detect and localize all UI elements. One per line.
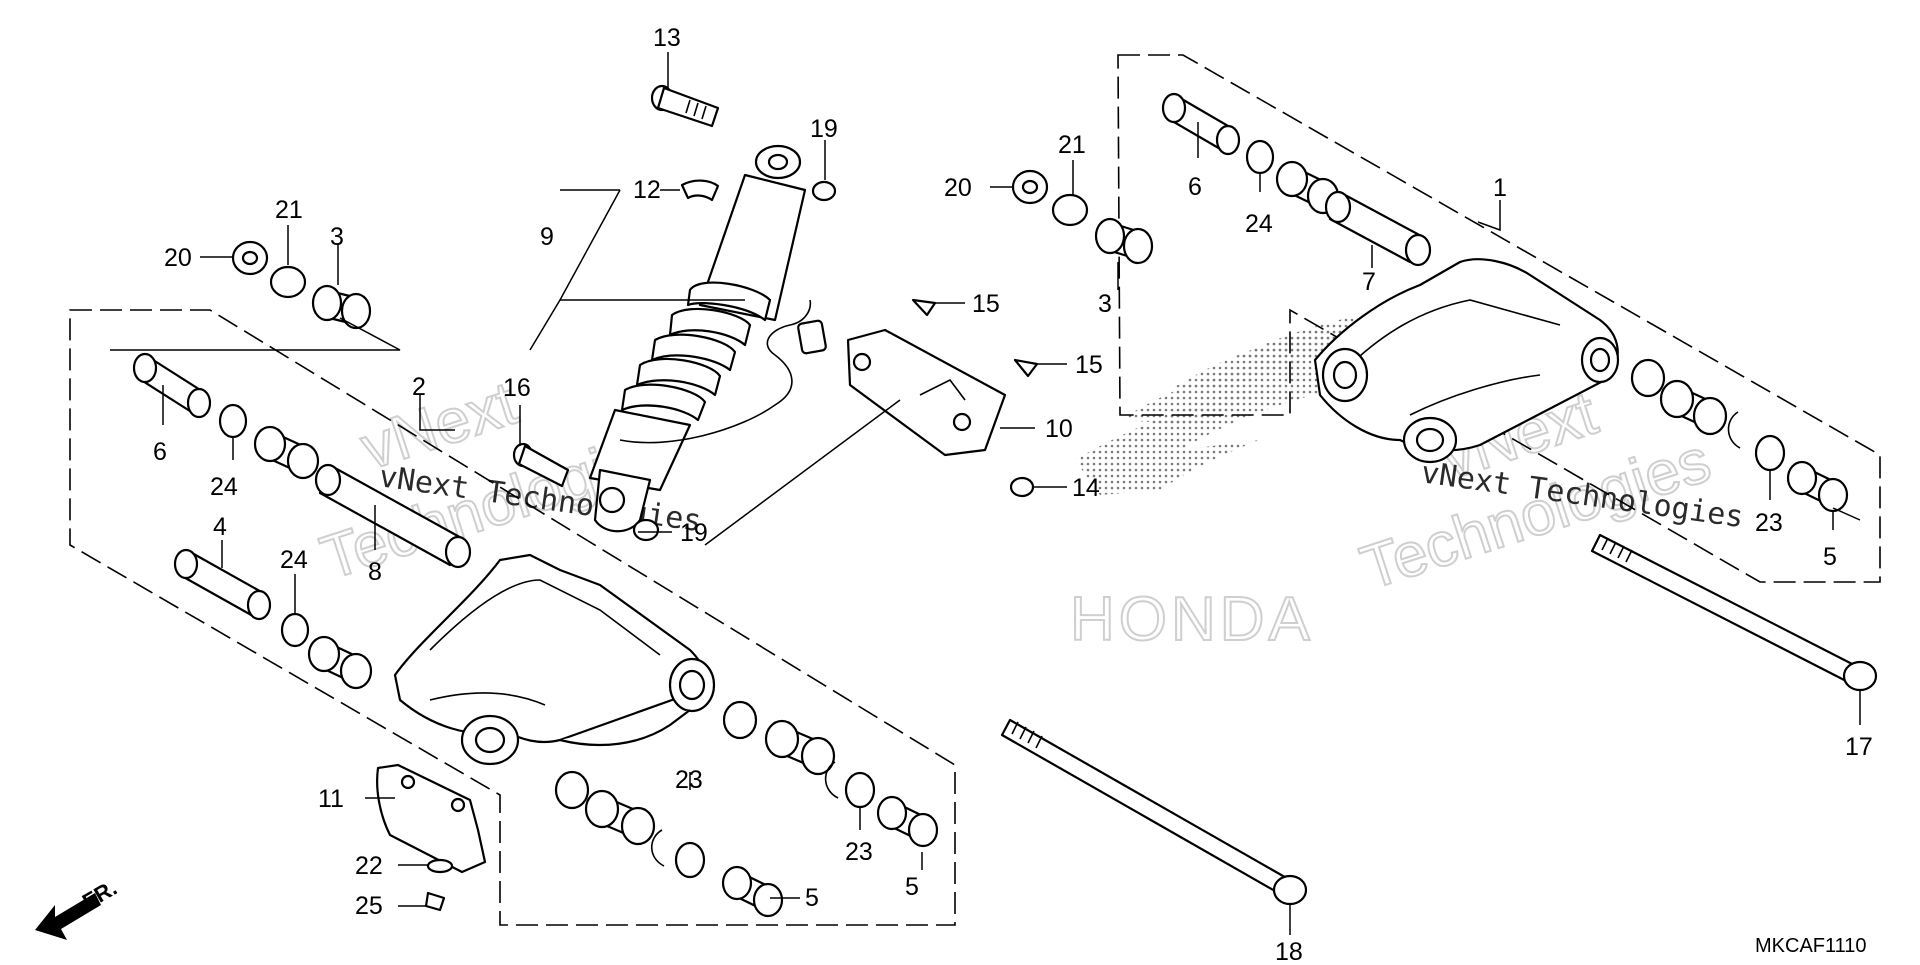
callout-10: 10 (1045, 415, 1073, 443)
leader-lines (110, 52, 1861, 935)
callout-labels: 1 2 3 3 4 5 5 5 6 6 7 8 9 10 11 12 13 14… (153, 24, 1873, 965)
washer-21-left (269, 265, 307, 299)
callout-20-right: 20 (944, 174, 972, 202)
left-swingarm-boundary (69, 309, 956, 926)
callout-15-b: 15 (1075, 351, 1103, 379)
seal-right-a (1630, 358, 1666, 398)
callout-6-right: 6 (1188, 173, 1202, 201)
callout-9: 9 (540, 223, 554, 251)
seal-24-left-a (218, 403, 248, 439)
nut-19-top (811, 180, 837, 202)
callout-1: 1 (1493, 174, 1507, 202)
seal-24-left-b (280, 612, 310, 648)
watermark-large-top-left: vNext (353, 369, 525, 484)
callout-13: 13 (653, 24, 681, 52)
swingarm-2-left (393, 553, 716, 766)
callout-20-left: 20 (164, 244, 192, 272)
bolt-13 (650, 84, 720, 128)
callout-5-lower-b: 5 (805, 884, 819, 912)
callout-19-bottom: 19 (680, 519, 708, 547)
callout-23-lower-a: 23 (675, 766, 703, 794)
pivot-collar-8 (314, 463, 472, 569)
seal-24-right (1245, 139, 1275, 175)
bolt-16 (512, 442, 570, 488)
callout-18: 18 (1275, 938, 1303, 960)
seal-lower-a (722, 700, 758, 740)
swingarm-1-right (1313, 258, 1620, 464)
callout-19-top: 19 (810, 115, 838, 143)
nut-14 (1009, 476, 1035, 498)
nut-20-left (231, 240, 269, 276)
callout-23-right: 23 (1755, 509, 1783, 537)
pivot-collar-7 (1324, 190, 1432, 267)
callout-3-left: 3 (330, 223, 344, 251)
callout-5-lower-a: 5 (905, 873, 919, 901)
callout-3-right: 3 (1098, 290, 1112, 318)
callout-15-a: 15 (972, 290, 1000, 318)
callout-2: 2 (412, 373, 426, 401)
honda-brand-watermark: HONDA (1070, 585, 1314, 654)
chain-guard-11 (376, 763, 487, 874)
callout-12: 12 (633, 176, 661, 204)
screw-15-b (1013, 358, 1039, 378)
callout-16: 16 (503, 374, 531, 402)
collar-4 (173, 548, 272, 621)
seal-23-lower-b (674, 841, 706, 879)
collar-5-lower-a (876, 795, 939, 848)
cover-12 (680, 179, 720, 202)
collar-3-left (311, 284, 372, 330)
callout-22: 22 (355, 852, 383, 880)
pivot-bolt-17 (1590, 533, 1878, 692)
bearing-lower-b (584, 789, 656, 846)
circlip-lower-b (650, 829, 665, 867)
callout-24-right: 24 (1245, 210, 1273, 238)
nut-19-bottom (632, 518, 660, 542)
callout-8: 8 (368, 558, 382, 586)
screw-15-a (911, 298, 937, 317)
circlip-lower-a (824, 761, 839, 799)
callout-17: 17 (1845, 733, 1873, 761)
callout-24-left-b: 24 (280, 546, 308, 574)
callout-7: 7 (1362, 268, 1376, 296)
front-arrow-icon (35, 893, 101, 940)
collar-3-right (1094, 217, 1154, 265)
callout-23-lower-b: 23 (845, 838, 873, 866)
collar-5-right (1786, 460, 1849, 513)
rear-shock-absorber (588, 144, 807, 533)
callout-21-left: 21 (275, 196, 303, 224)
front-direction-indicator: FR. (35, 875, 121, 940)
bushing-6-left (132, 352, 212, 419)
diagram-code: MKCAF1110 (1755, 935, 1867, 957)
collar-22 (426, 858, 454, 874)
callout-24-left-a: 24 (210, 473, 238, 501)
callout-5-right: 5 (1823, 543, 1837, 571)
callout-11: 11 (318, 785, 344, 813)
bearing-left-a (253, 425, 320, 480)
bearing-right-b (1659, 379, 1728, 436)
callout-4: 4 (213, 513, 227, 541)
pivot-bolt-18 (1000, 718, 1308, 906)
seal-23-right (1754, 434, 1786, 472)
nut-20-right (1011, 169, 1049, 205)
seal-lower-b (554, 770, 590, 810)
seal-23-lower-a (844, 771, 876, 809)
callout-14: 14 (1072, 474, 1100, 502)
bearing-left-b (307, 635, 373, 690)
callout-6-left: 6 (153, 438, 167, 466)
bracket-10 (846, 328, 1007, 457)
callout-21-right: 21 (1058, 131, 1086, 159)
washer-21-right (1051, 193, 1089, 227)
callout-25: 25 (355, 892, 383, 920)
sensor-wire (619, 299, 827, 444)
circlip-right (1727, 411, 1741, 449)
screw-25 (424, 891, 446, 912)
collar-5-lower-b (721, 865, 784, 918)
right-swingarm-boundary (1117, 54, 1881, 583)
bushing-6-right (1161, 92, 1241, 156)
bearing-lower-a (764, 719, 836, 776)
